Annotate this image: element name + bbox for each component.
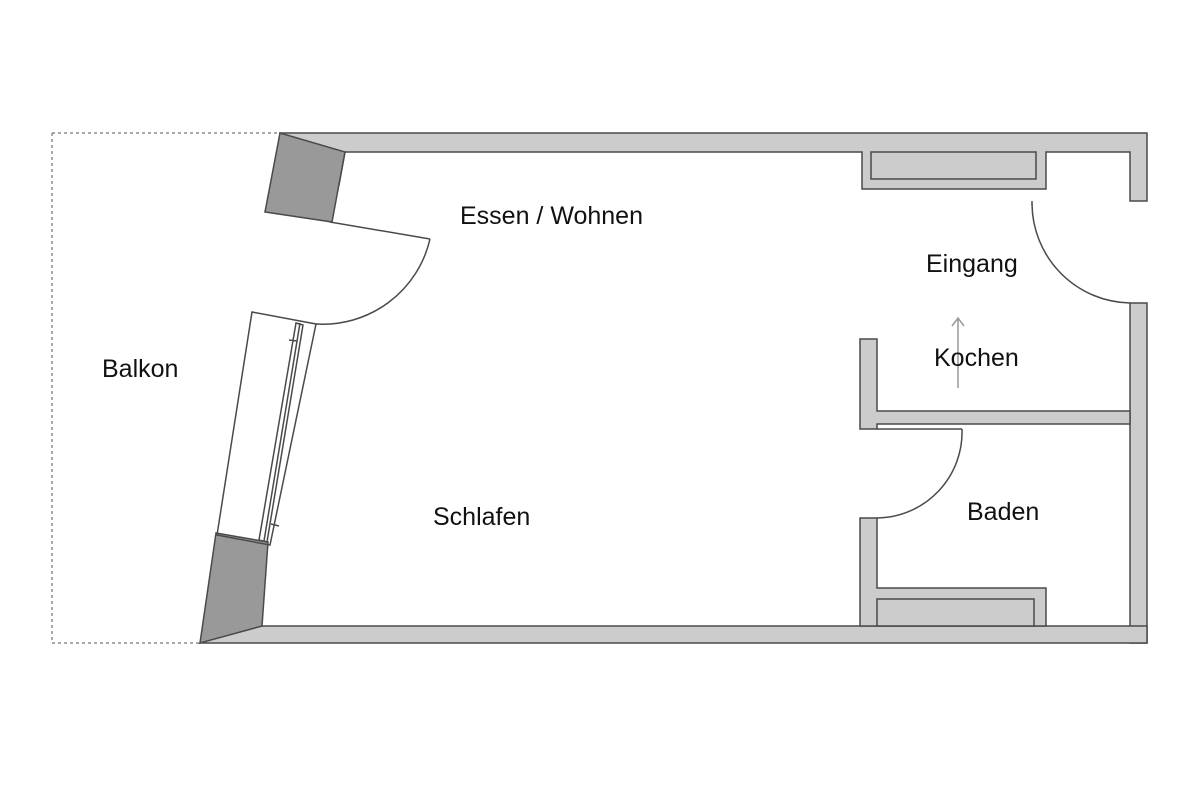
up-arrow-icon — [951, 316, 965, 388]
room-label-essen-wohnen: Essen / Wohnen — [460, 202, 643, 230]
cabinet-top — [870, 151, 1037, 180]
wall-right-lower — [1129, 302, 1148, 644]
balcony-door-swing — [315, 238, 431, 325]
cabinet-bottom — [876, 598, 1035, 627]
balcony-window-mullion — [263, 322, 301, 542]
entrance-door-swing — [1031, 203, 1131, 304]
room-label-eingang: Eingang — [926, 250, 1018, 278]
pillar-bottom-left — [199, 532, 269, 645]
room-label-baden: Baden — [967, 498, 1039, 526]
room-label-kochen: Kochen — [934, 344, 1019, 372]
balcony-window-frame — [216, 311, 317, 546]
balcony-door-leaf — [329, 221, 431, 240]
room-label-schlafen: Schlafen — [433, 503, 530, 531]
wall-kitchen — [859, 338, 1131, 430]
bath-door-swing — [876, 428, 963, 519]
balcony-outline — [51, 132, 280, 644]
room-label-balkon: Balkon — [102, 355, 178, 383]
balcony-window-inner — [258, 322, 304, 543]
wall-bottom — [198, 625, 1148, 644]
